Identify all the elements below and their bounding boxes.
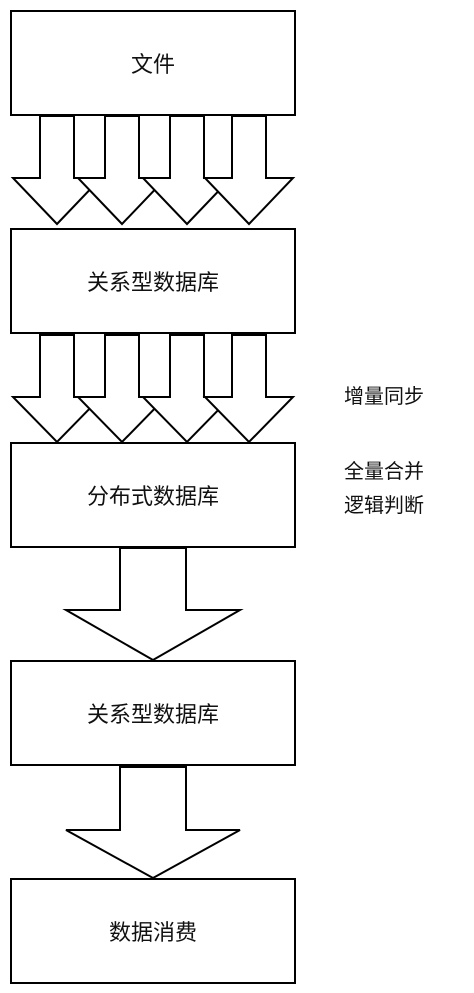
relational-db-box-2: 关系型数据库 [10,660,296,766]
logic-judgment-label: 逻辑判断 [344,493,424,517]
arrow-down-1b [75,115,169,226]
arrow-down-1c [140,115,234,226]
arrow-down-3 [62,547,244,662]
arrow-down-1d [202,115,296,226]
arrow-down-1a [10,115,104,226]
data-consumption-box: 数据消费 [10,878,296,984]
distributed-db-label: 分布式数据库 [86,485,219,510]
file-label: 文件 [130,53,175,78]
arrow-down-2c [140,334,234,444]
incremental-sync-label: 增量同步 [344,384,424,408]
file-box: 文件 [10,10,296,116]
relational-db-label-2: 关系型数据库 [86,703,219,728]
arrow-down-4 [65,766,241,880]
data-consumption-label: 数据消费 [108,921,197,946]
arrow-down-2d [202,334,296,444]
relational-db-box-1: 关系型数据库 [10,228,296,334]
arrow-down-2a [10,334,104,444]
arrow-down-2b [75,334,169,444]
full-merge-label: 全量合并 [344,459,424,483]
relational-db-label-1: 关系型数据库 [86,271,219,296]
distributed-db-box: 分布式数据库 [10,442,296,548]
